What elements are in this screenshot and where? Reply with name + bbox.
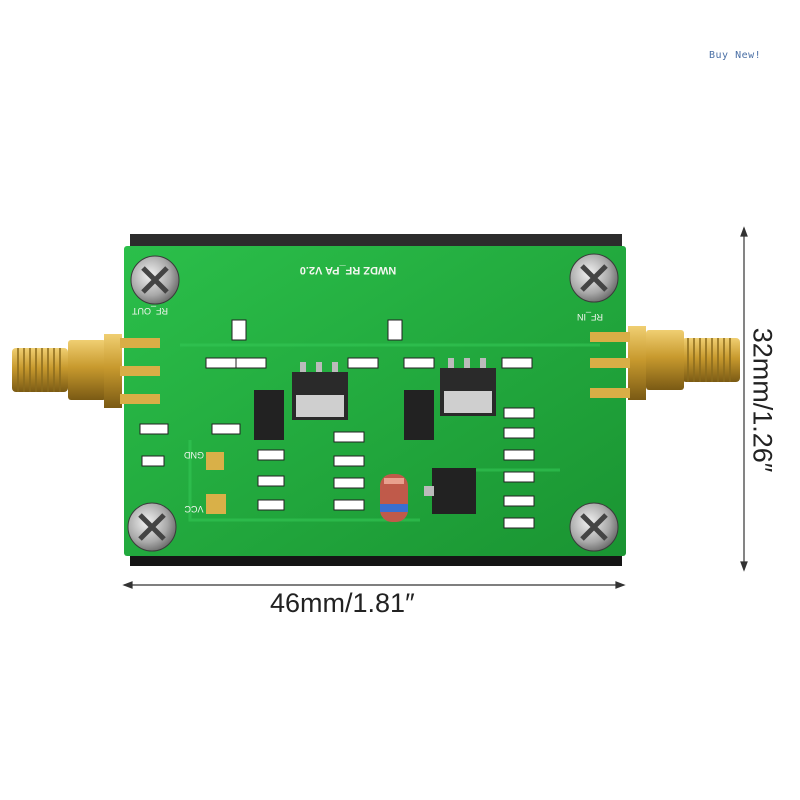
inductor-l1 [404,390,434,440]
dimension-line-width [122,581,626,589]
store-watermark: Buy New! [709,50,762,61]
smd-components [139,319,535,529]
screw-icon [569,253,619,303]
ic-u3 [432,468,476,514]
sma-connector-in [590,326,740,400]
screw-icon [127,502,177,552]
label-gnd: GND [184,450,205,460]
dimension-line-height [740,226,748,572]
label-rf-in: RF_IN [577,312,603,322]
screw-icon [569,502,619,552]
ic-u2 [292,362,348,420]
diode-d1 [380,474,408,522]
sma-connector-out [12,334,160,408]
power-pad-gnd [206,452,224,470]
height-dimension-label: 32mm/1.26″ [747,327,778,473]
inductor-l2 [254,390,284,440]
power-pad-vcc [206,494,226,514]
ic-u1 [440,358,496,416]
screw-icon [130,255,180,305]
board-title: NWDZ RF_PA V2.0 [300,264,397,276]
width-dimension-label: 46mm/1.81″ [270,588,415,618]
label-vcc: VCC [184,504,204,514]
label-rf-out: RF_OUT [131,306,168,316]
pcb-board [124,246,626,556]
